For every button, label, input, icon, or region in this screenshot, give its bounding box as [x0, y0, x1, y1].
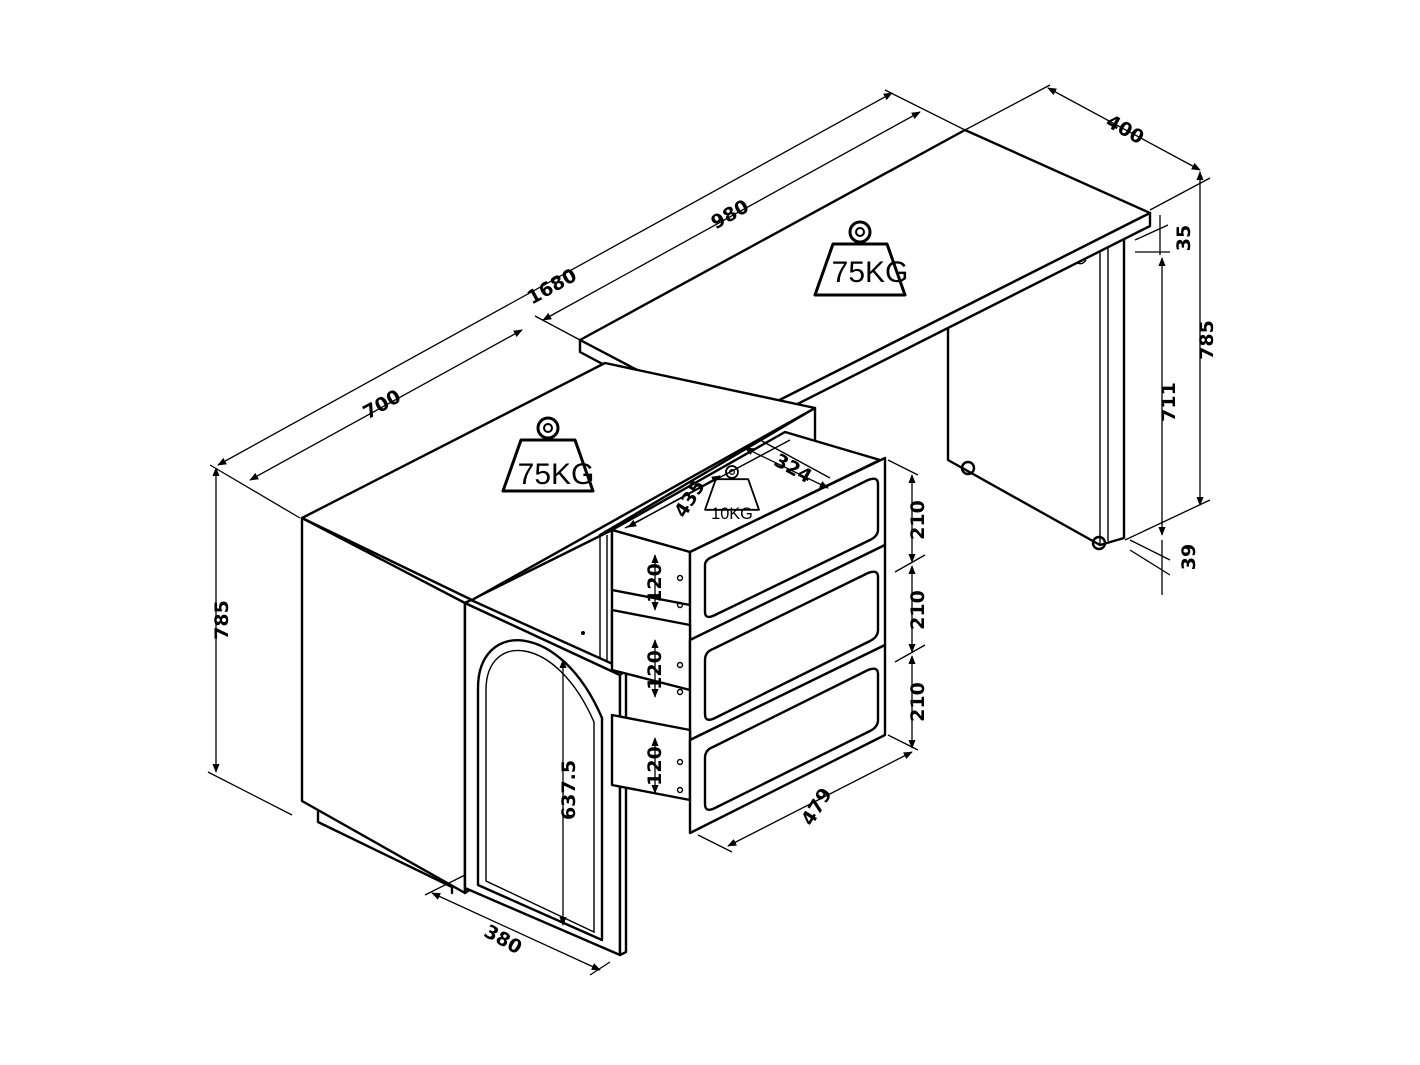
dim-extension-length: 980: [707, 196, 752, 234]
load-extension-label: 75KG: [832, 256, 909, 289]
dim-depth: 400: [1102, 111, 1147, 149]
caster-wheel: [1091, 535, 1107, 551]
dim-drawer-front-1: 210: [907, 500, 929, 540]
dim-drawer-inner-2: 120: [644, 650, 666, 690]
weight-icon-drawer: 10KG: [704, 465, 760, 523]
dim-door-height: 637.5: [558, 760, 580, 820]
dim-total-height-left: 785: [211, 600, 233, 640]
dim-drawer-inner-1: 120: [644, 563, 666, 603]
caster-wheel: [960, 460, 976, 476]
dim-drawer-bank-width: 479: [797, 784, 837, 829]
dim-drawer-inner-3: 120: [644, 746, 666, 786]
dim-drawer-front-3: 210: [907, 682, 929, 722]
dim-total-height-right: 785: [1196, 320, 1218, 360]
load-drawer-label: 10KG: [711, 505, 753, 523]
dim-leg-height: 711: [1158, 382, 1180, 422]
dim-base-length: 700: [359, 386, 404, 424]
dim-door-width: 380: [480, 921, 525, 959]
cabinet-door: [463, 598, 628, 957]
dim-drawer-front-2: 210: [907, 590, 929, 630]
dim-total-length: 1680: [524, 264, 581, 309]
dim-top-thickness: 35: [1173, 225, 1195, 251]
dimension-lines: [207, 84, 1211, 976]
dim-caster-height: 39: [1178, 544, 1200, 570]
load-base-label: 75KG: [518, 458, 595, 491]
